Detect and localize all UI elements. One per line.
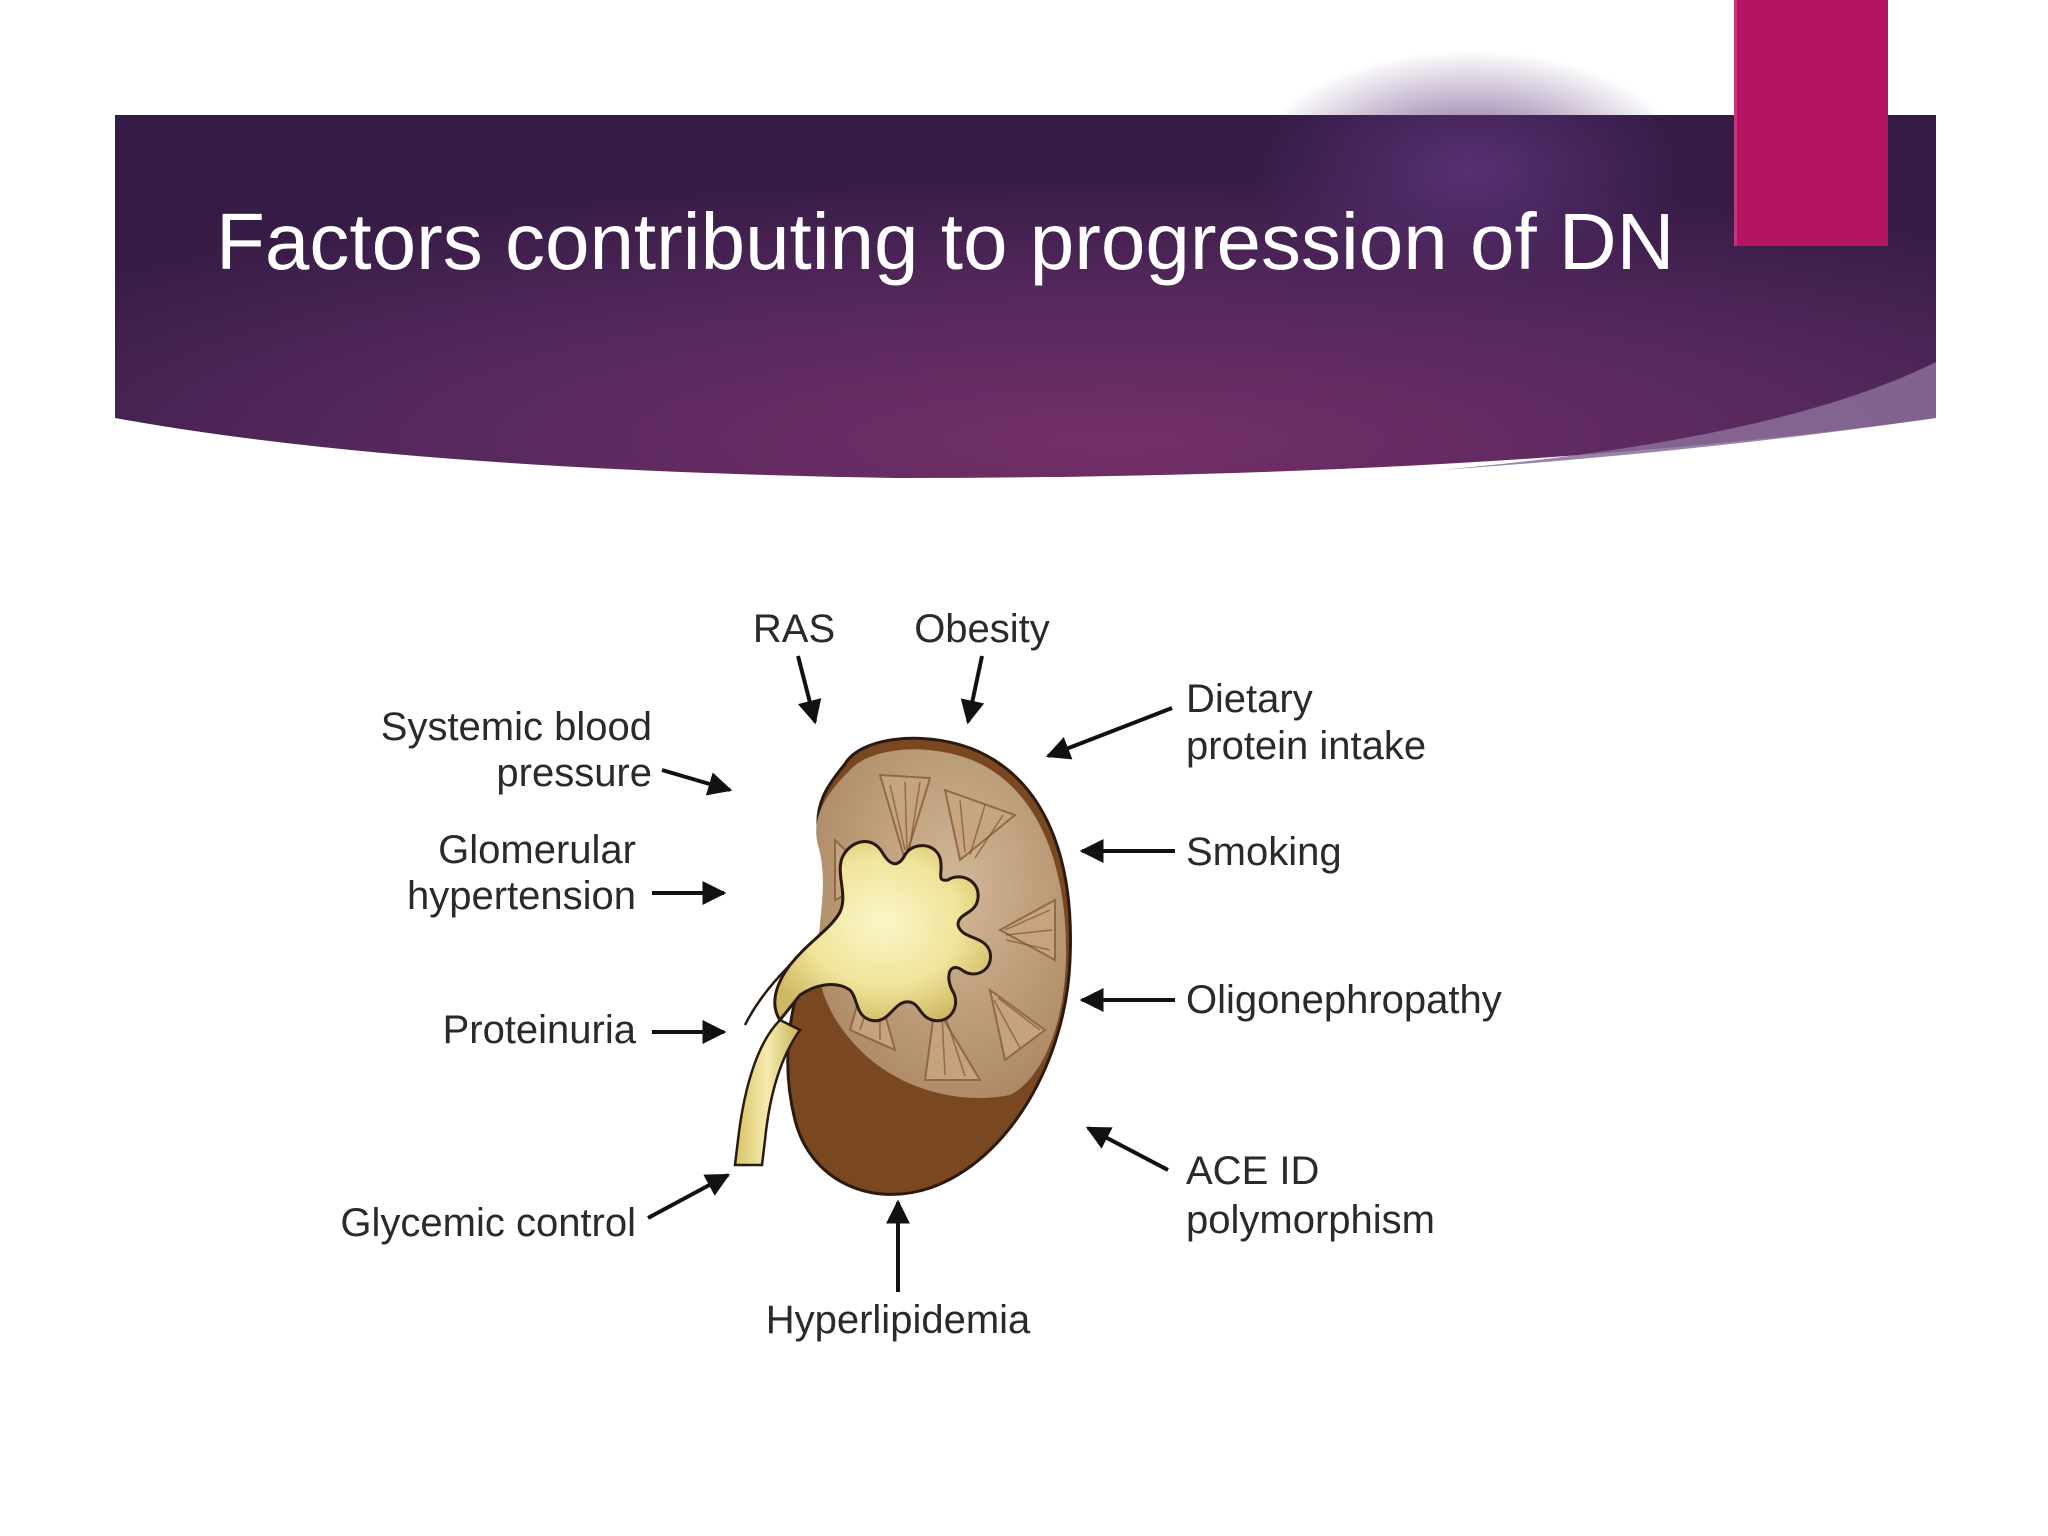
label-ace-line1: ACE ID bbox=[1186, 1149, 1319, 1193]
label-dietary-line2: protein intake bbox=[1186, 724, 1426, 768]
label-glomerular-line1: Glomerular bbox=[438, 828, 636, 872]
slide-title: Factors contributing to progression of D… bbox=[216, 197, 1675, 286]
label-obesity: Obesity bbox=[914, 607, 1050, 651]
arrow-ras bbox=[796, 655, 822, 725]
label-oligonephropathy: Oligonephropathy bbox=[1186, 978, 1502, 1022]
arrow-dietary bbox=[1045, 706, 1173, 760]
label-glycemic: Glycemic control bbox=[340, 1201, 636, 1245]
label-glomerular-line2: hypertension bbox=[407, 874, 636, 918]
label-proteinuria: Proteinuria bbox=[443, 1008, 637, 1052]
title-banner bbox=[115, 0, 1936, 478]
ureter bbox=[733, 1018, 802, 1167]
arrow-systemic bbox=[661, 768, 733, 796]
accent-tab bbox=[1734, 0, 1888, 246]
label-dietary-line1: Dietary bbox=[1186, 677, 1313, 721]
arrow-ace bbox=[1085, 1126, 1169, 1172]
label-ras: RAS bbox=[753, 607, 835, 651]
arrows bbox=[647, 655, 1175, 1292]
label-hyperlipidemia: Hyperlipidemia bbox=[766, 1298, 1031, 1342]
label-smoking: Smoking bbox=[1186, 830, 1342, 874]
banner-wave bbox=[1440, 362, 1936, 470]
labels: RAS Obesity Dietary protein intake Syste… bbox=[340, 607, 1501, 1342]
arrow-obesity bbox=[960, 655, 985, 725]
arrow-glycemic bbox=[647, 1173, 731, 1220]
label-systemic-line1: Systemic blood bbox=[381, 705, 652, 749]
label-ace-line2: polymorphism bbox=[1186, 1198, 1435, 1242]
kidney-illustration bbox=[733, 736, 1072, 1196]
renal-pelvis bbox=[773, 840, 992, 1023]
label-systemic-line2: pressure bbox=[496, 751, 652, 795]
